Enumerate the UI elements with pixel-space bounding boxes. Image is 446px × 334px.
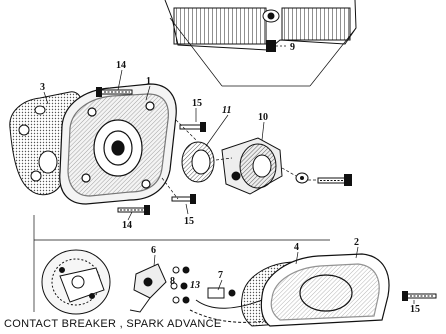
callout-9: 9 [290, 42, 295, 53]
callout-14-upper: 14 [116, 60, 126, 71]
breaker-plate [41, 249, 111, 315]
callout-11: 11 [222, 105, 231, 116]
part-10-advancer [221, 137, 283, 195]
callout-15-mid: 15 [184, 216, 194, 227]
cylinder-block [164, 0, 357, 51]
leader-outline [33, 17, 357, 312]
part-9-plug [266, 40, 286, 52]
callout-2: 2 [354, 237, 359, 248]
part-15-screw-right [402, 291, 437, 301]
callout-15-right: 15 [410, 304, 420, 315]
part-15-screw-top [179, 122, 206, 132]
alignment-lines [161, 119, 318, 200]
callout-14-lower: 14 [122, 220, 132, 231]
part-11-ring [181, 141, 215, 183]
callout-8: 8 [170, 276, 175, 287]
callout-15-top: 15 [192, 98, 202, 109]
callout-6: 6 [151, 245, 156, 256]
part-2-cover [260, 253, 390, 327]
part-1-housing [59, 83, 177, 205]
callout-13: 13 [190, 280, 200, 291]
callout-3: 3 [40, 82, 45, 93]
part-6-contact-points [129, 263, 190, 313]
part-14-screw-lower [117, 205, 150, 215]
diagram-caption: CONTACT BREAKER , SPARK ADVANCE [4, 318, 222, 330]
callout-1: 1 [146, 76, 151, 87]
washer [295, 172, 309, 184]
part-14-screw-upper [96, 87, 133, 97]
callout-numbers: 1 2 3 4 6 7 8 9 10 11 13 14 14 15 15 15 [40, 42, 420, 315]
callout-10: 10 [258, 112, 268, 123]
callout-4: 4 [294, 242, 299, 253]
bolt [317, 174, 352, 186]
part-15-screw-mid [171, 194, 196, 204]
callout-7: 7 [218, 270, 223, 281]
